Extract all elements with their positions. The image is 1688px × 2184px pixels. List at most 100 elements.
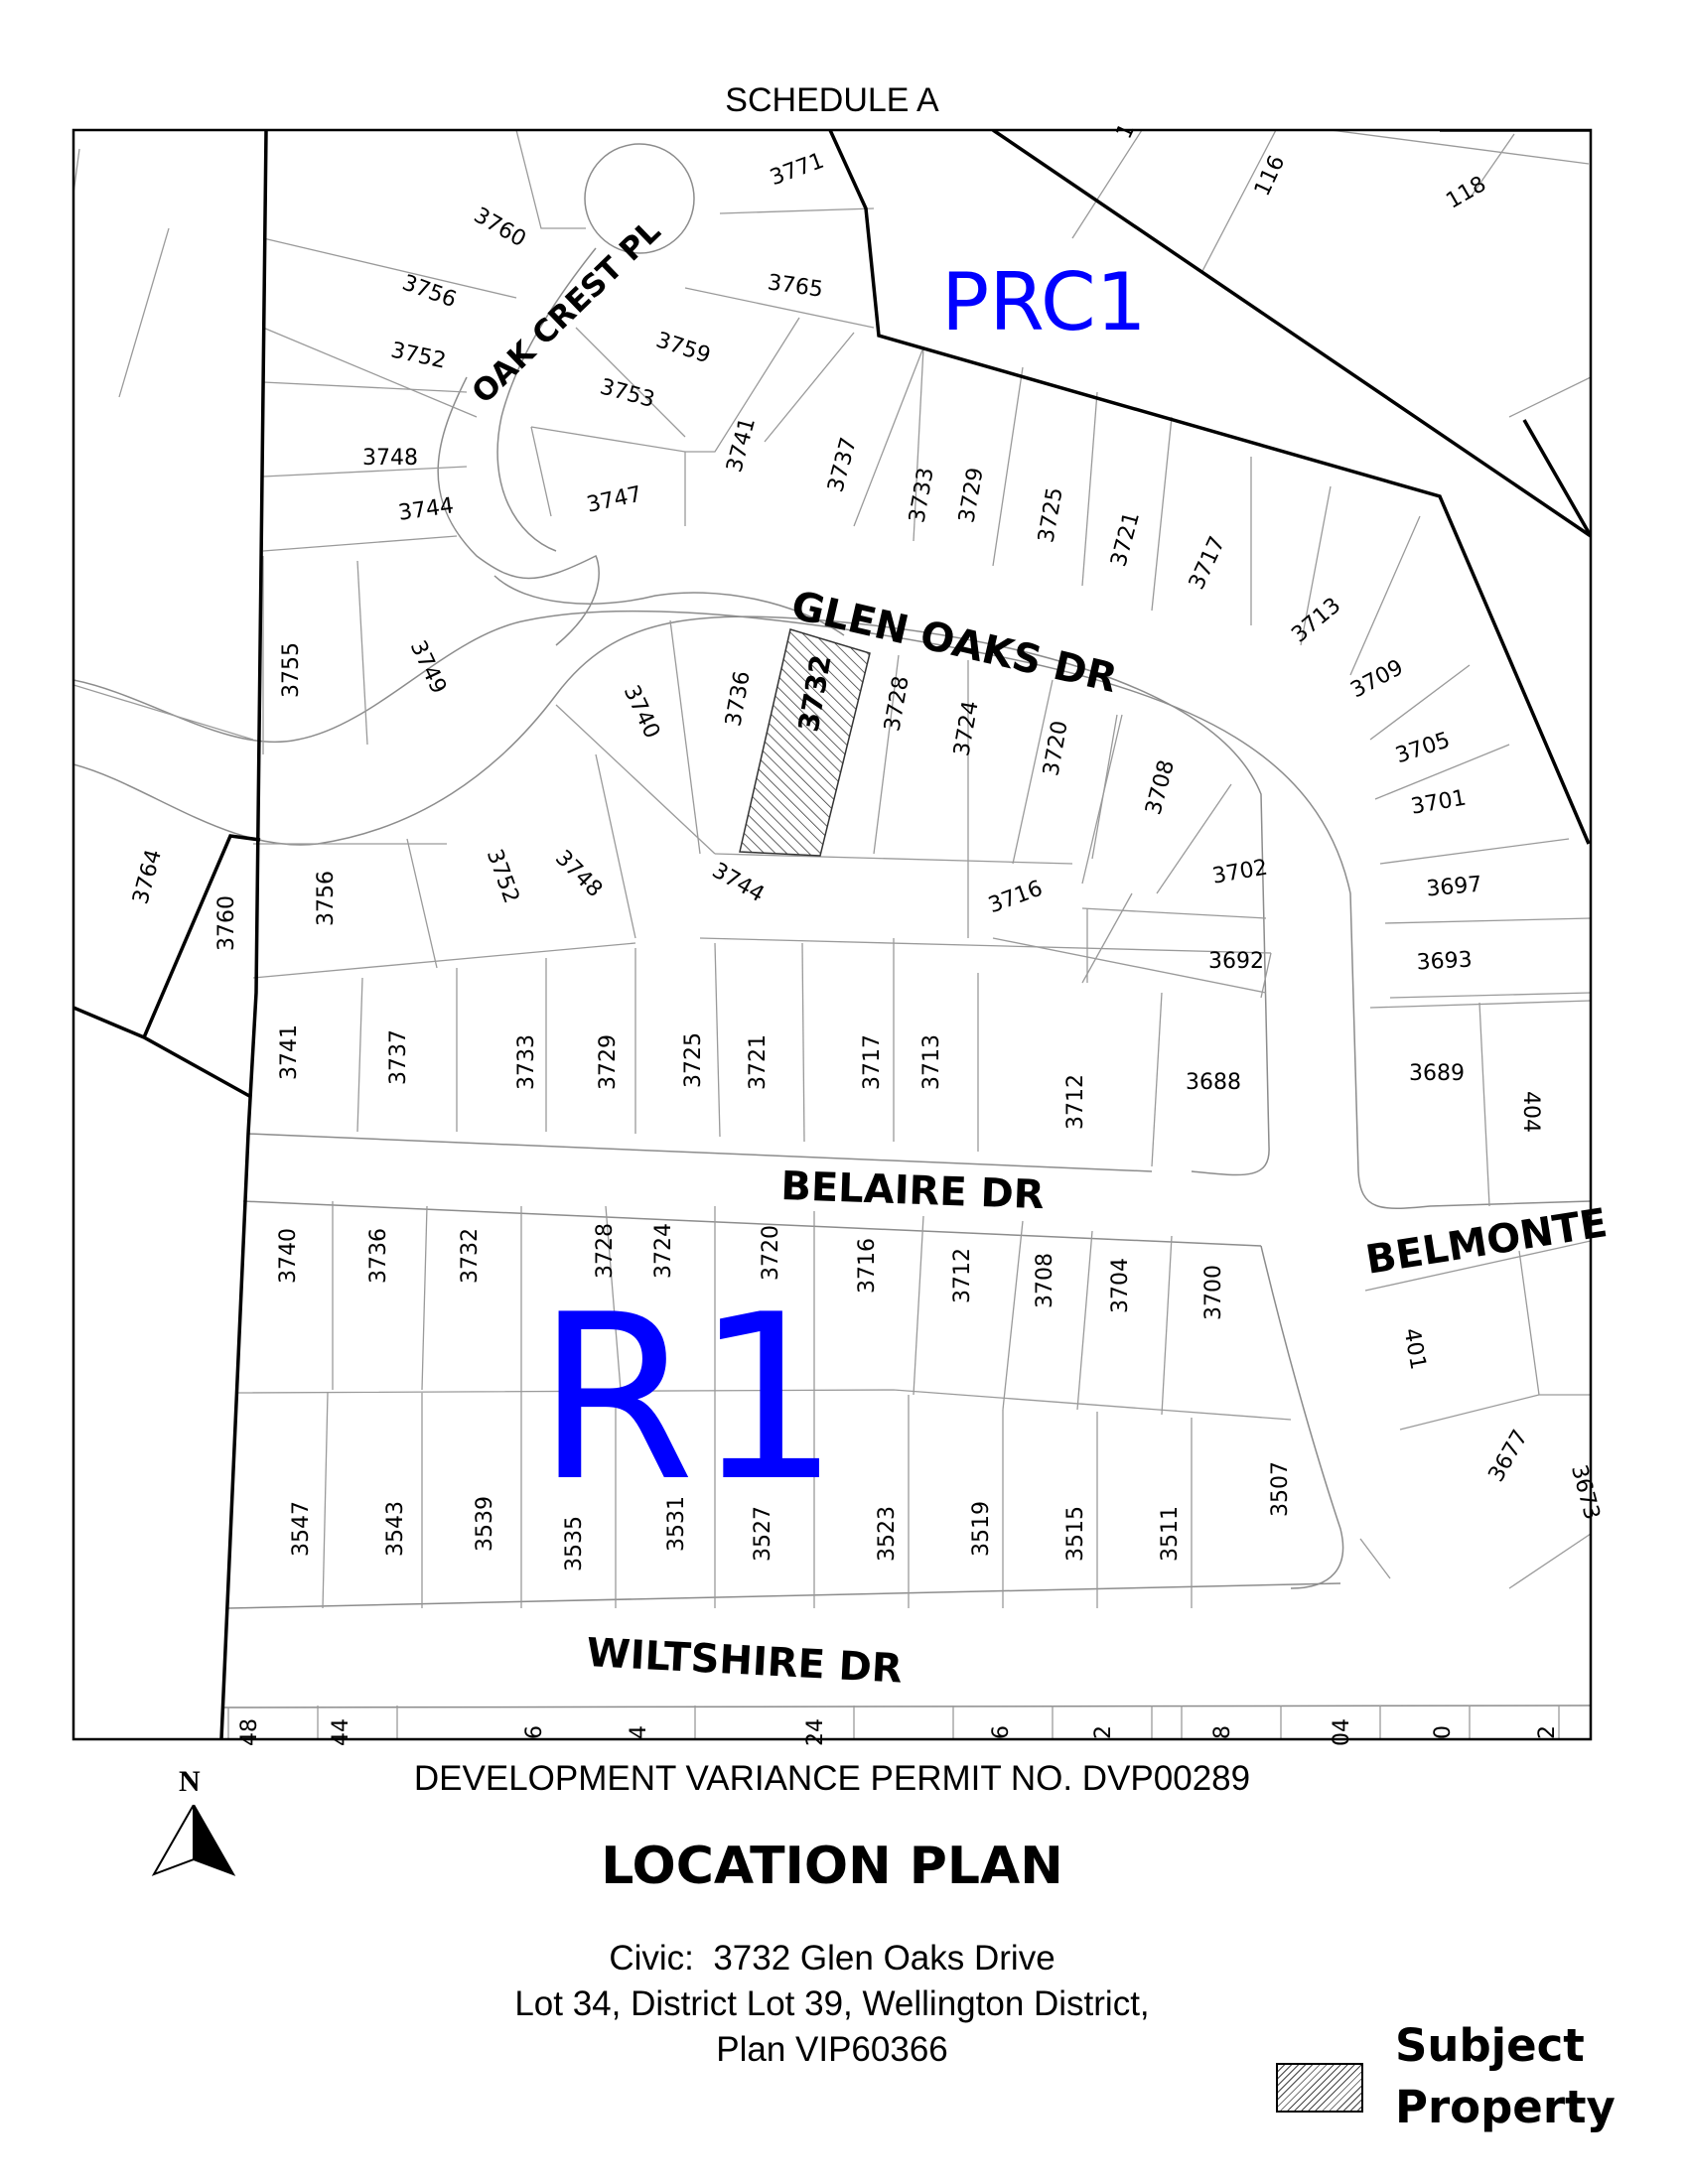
lot-number: 3737 — [823, 435, 862, 495]
street-label-oak-crest: OAK CREST PL — [466, 213, 668, 411]
lot-number: 3744 — [397, 493, 456, 526]
lot-number: 4 — [627, 1725, 651, 1739]
lot-number: 24 — [803, 1718, 828, 1746]
civic-line-2: Lot 34, District Lot 39, Wellington Dist… — [514, 1984, 1150, 2023]
lot-number: 04 — [1330, 1718, 1354, 1746]
lot-number: 3519 — [969, 1501, 994, 1557]
lot-number: 3716 — [855, 1238, 880, 1294]
lot-number: 3704 — [1108, 1258, 1133, 1313]
lot-number: 3705 — [1392, 728, 1453, 768]
lot-number: 3756 — [314, 871, 339, 926]
lot-number: 3747 — [585, 482, 644, 518]
lot-number: 3752 — [482, 846, 524, 906]
lot-number: 3724 — [651, 1223, 676, 1279]
lot-number: 3740 — [276, 1228, 301, 1284]
lot-number: 3693 — [1416, 948, 1473, 976]
lot-number: 3753 — [597, 374, 657, 413]
lot-number: 3748 — [550, 846, 607, 902]
lot-number: 3737 — [386, 1029, 411, 1085]
lot-number: 3771 — [767, 149, 827, 192]
lot-number: 3717 — [1185, 533, 1230, 594]
lot-number: 3721 — [746, 1034, 771, 1090]
legend-label: Subject Property — [1395, 2015, 1616, 2138]
lot-number: 44 — [329, 1718, 353, 1746]
lot-number: 3759 — [653, 328, 714, 368]
north-arrow: N — [149, 1765, 238, 1878]
street-label-belmonte: BELMONTE — [1362, 1200, 1610, 1284]
lot-number: 3755 — [279, 642, 304, 698]
north-arrow-icon — [151, 1805, 236, 1876]
lot-number: 3511 — [1158, 1506, 1183, 1562]
lot-number: 3748 — [362, 446, 418, 471]
lot-number: 3725 — [1034, 485, 1067, 544]
legend-hatch-swatch — [1276, 2063, 1363, 2113]
lot-number: 3527 — [751, 1506, 775, 1562]
lot-number: 3701 — [1409, 785, 1468, 819]
lot-number: 3736 — [366, 1228, 391, 1284]
lot-number: 3507 — [1268, 1461, 1293, 1517]
lot-number: 3760 — [470, 204, 530, 253]
lot-number: 3760 — [214, 895, 239, 951]
lot-number: 3673 — [1566, 1462, 1605, 1523]
zone-label-prc1: PRC1 — [941, 256, 1147, 348]
lot-number: 3713 — [919, 1034, 944, 1090]
schedule-title: SCHEDULE A — [725, 81, 939, 119]
lot-number: 3741 — [277, 1024, 302, 1080]
lot-number: 3729 — [954, 466, 988, 524]
plan-title: LOCATION PLAN — [601, 1837, 1063, 1896]
lot-number: 3749 — [405, 637, 451, 698]
legend-line-1: Subject — [1395, 2019, 1585, 2072]
lot-number: 3688 — [1186, 1070, 1241, 1095]
lot-number: 3733 — [905, 466, 938, 524]
lot-number: 2 — [1535, 1725, 1560, 1739]
lot-number: 3712 — [950, 1248, 975, 1303]
lot-number: 8 — [1210, 1725, 1235, 1739]
civic-line-3: Plan VIP60366 — [716, 2030, 948, 2069]
lot-number: 3736 — [721, 669, 755, 728]
lot-lines — [73, 130, 1591, 1739]
lot-number: 48 — [237, 1718, 262, 1746]
location-map: PRC1 R1 OAK CREST PL GLEN OAKS DR BELAIR… — [71, 120, 1611, 1746]
civic-line-1: Civic: 3732 Glen Oaks Drive — [609, 1939, 1055, 1978]
civic-address: Civic: 3732 Glen Oaks Drive Lot 34, Dist… — [0, 1936, 1664, 2073]
street-label-wiltshire: WILTSHIRE DR — [585, 1630, 903, 1693]
lot-number: 404 — [1518, 1091, 1543, 1133]
street-label-belaire: BELAIRE DR — [780, 1163, 1046, 1218]
lot-number: 3744 — [708, 859, 769, 908]
lot-number: 3717 — [860, 1034, 885, 1090]
lot-number: 3724 — [949, 699, 983, 757]
lot-number: 3720 — [1039, 719, 1072, 777]
lot-number: 3547 — [289, 1501, 314, 1557]
lot-number: 3531 — [664, 1496, 689, 1552]
lot-number: 3741 — [722, 415, 761, 476]
lot-number: 0 — [1431, 1725, 1456, 1739]
lot-number: 3535 — [562, 1516, 587, 1571]
subject-property-parcel — [739, 628, 871, 857]
lot-number: 3728 — [880, 674, 914, 733]
legend-line-2: Property — [1395, 2081, 1616, 2133]
lot-number: 3725 — [681, 1032, 706, 1088]
lot-number: 2 — [1091, 1725, 1116, 1739]
lot-number: 3689 — [1409, 1061, 1465, 1086]
lot-number: 3729 — [596, 1034, 621, 1090]
lot-number: 3720 — [759, 1225, 783, 1281]
lot-number: 3543 — [383, 1501, 408, 1557]
lot-number: 3700 — [1201, 1265, 1226, 1320]
lot-number: 3677 — [1484, 1426, 1534, 1486]
zone-label-r1: R1 — [536, 1267, 840, 1532]
lot-number: 3765 — [766, 270, 824, 303]
lot-number: 6 — [522, 1725, 547, 1739]
lot-number: 3713 — [1287, 593, 1345, 647]
lot-number: 3697 — [1425, 873, 1482, 902]
lot-number: 3764 — [128, 847, 167, 907]
lot-number: 3732 — [458, 1228, 483, 1284]
map-frame — [71, 128, 1593, 1741]
lot-number: 3702 — [1210, 855, 1269, 888]
lot-number: 3740 — [619, 682, 664, 743]
lot-number: 3708 — [1033, 1253, 1057, 1308]
lot-number: 3539 — [473, 1496, 497, 1552]
lot-number: 3752 — [388, 339, 448, 374]
lot-number: 3523 — [875, 1506, 900, 1562]
north-label: N — [179, 1765, 201, 1798]
lot-number: 3721 — [1106, 509, 1145, 570]
